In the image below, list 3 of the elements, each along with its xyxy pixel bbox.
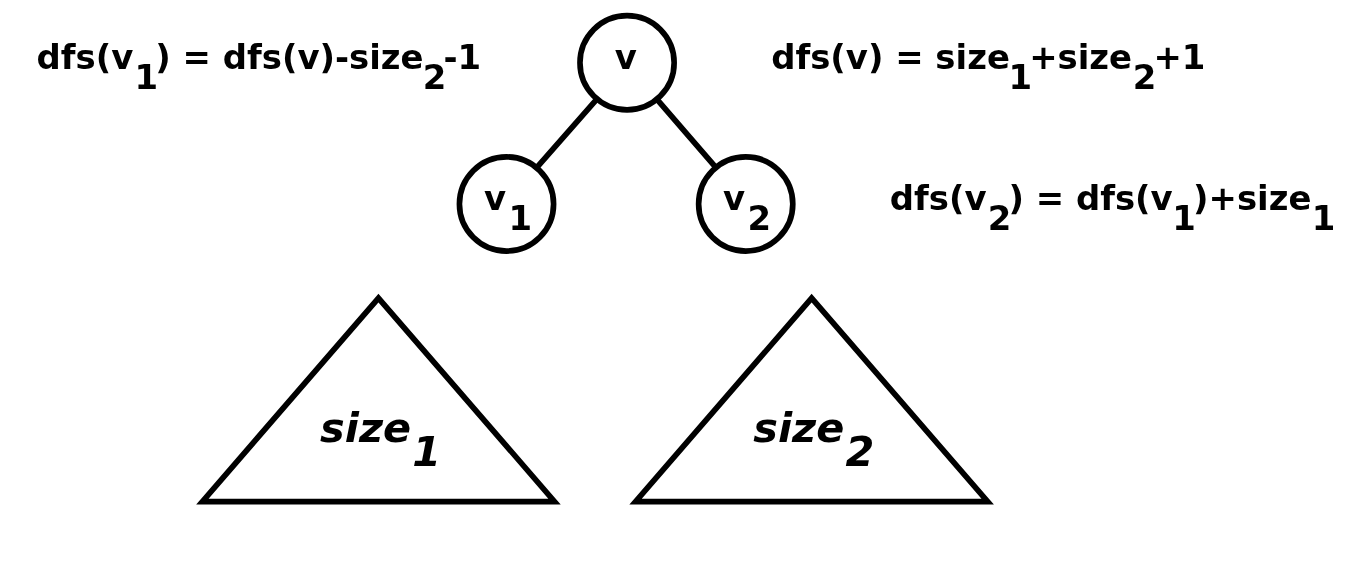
connector: [534, 97, 599, 170]
node-circle: v: [576, 12, 677, 113]
connector: [654, 97, 718, 170]
